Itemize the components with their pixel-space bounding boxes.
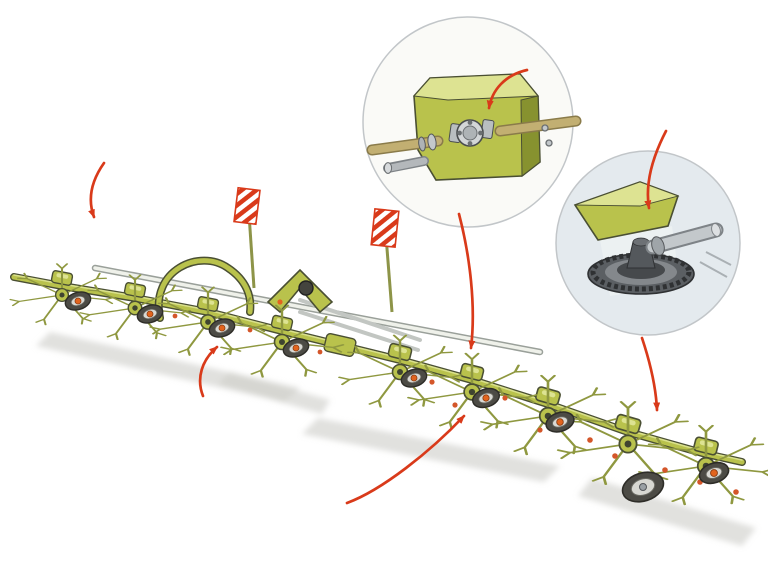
- arrow-left-rotor: [198, 345, 219, 398]
- arrow-callout1-to-machine: [457, 212, 476, 350]
- arrow-clutch-pointer: [486, 68, 529, 110]
- pinion-bearing: [651, 236, 665, 256]
- tine-holders: [172, 313, 739, 495]
- gear-housing-top: [574, 181, 680, 207]
- stub-shaft-end: [383, 162, 393, 174]
- through-shaft: [496, 117, 580, 135]
- transport-wheel-large: [621, 471, 665, 503]
- bolt: [541, 124, 549, 132]
- pinion-shaft: [645, 222, 724, 256]
- input-shaft: [368, 137, 442, 154]
- shaft-collar-2: [418, 136, 426, 152]
- transport-rail-highlight: [93, 266, 542, 354]
- hazard-board: [370, 207, 400, 249]
- arrow-gear-pointer: [644, 129, 668, 210]
- arrow-center-rotor: [345, 414, 466, 505]
- hazard-board: [233, 186, 261, 226]
- arrow-left-end: [88, 161, 106, 219]
- shadow-layer: [36, 332, 756, 546]
- crown-ring-gear: [587, 237, 695, 295]
- annotation-arrows: [88, 68, 668, 505]
- pin-marker: [277, 299, 283, 305]
- hitch-assembly: [154, 256, 422, 352]
- warning-panel-right: [370, 207, 400, 313]
- shadow-right: [578, 478, 756, 546]
- stub-shaft: [386, 157, 428, 172]
- callout-bevel-gear-detail: [555, 150, 741, 336]
- gearbox-housing-top: [412, 73, 540, 101]
- shaft-collar: [427, 133, 437, 151]
- hitch-hoop: [156, 258, 253, 321]
- callout-driveline-gearbox-detail: [362, 16, 582, 228]
- warning-panel-left: [233, 186, 261, 289]
- shadow-center: [218, 372, 330, 414]
- housing-lines: [699, 251, 732, 278]
- overload-clutch: [448, 119, 495, 147]
- hose-reel: [298, 280, 314, 296]
- machine-illustration: [9, 186, 768, 506]
- shadow-middle: [302, 418, 560, 482]
- gearbox-housing-side: [520, 95, 541, 178]
- a-frame: [266, 268, 334, 314]
- wheels: [62, 288, 733, 503]
- bolt: [545, 139, 553, 147]
- arrow-callout2-to-machine: [640, 336, 661, 412]
